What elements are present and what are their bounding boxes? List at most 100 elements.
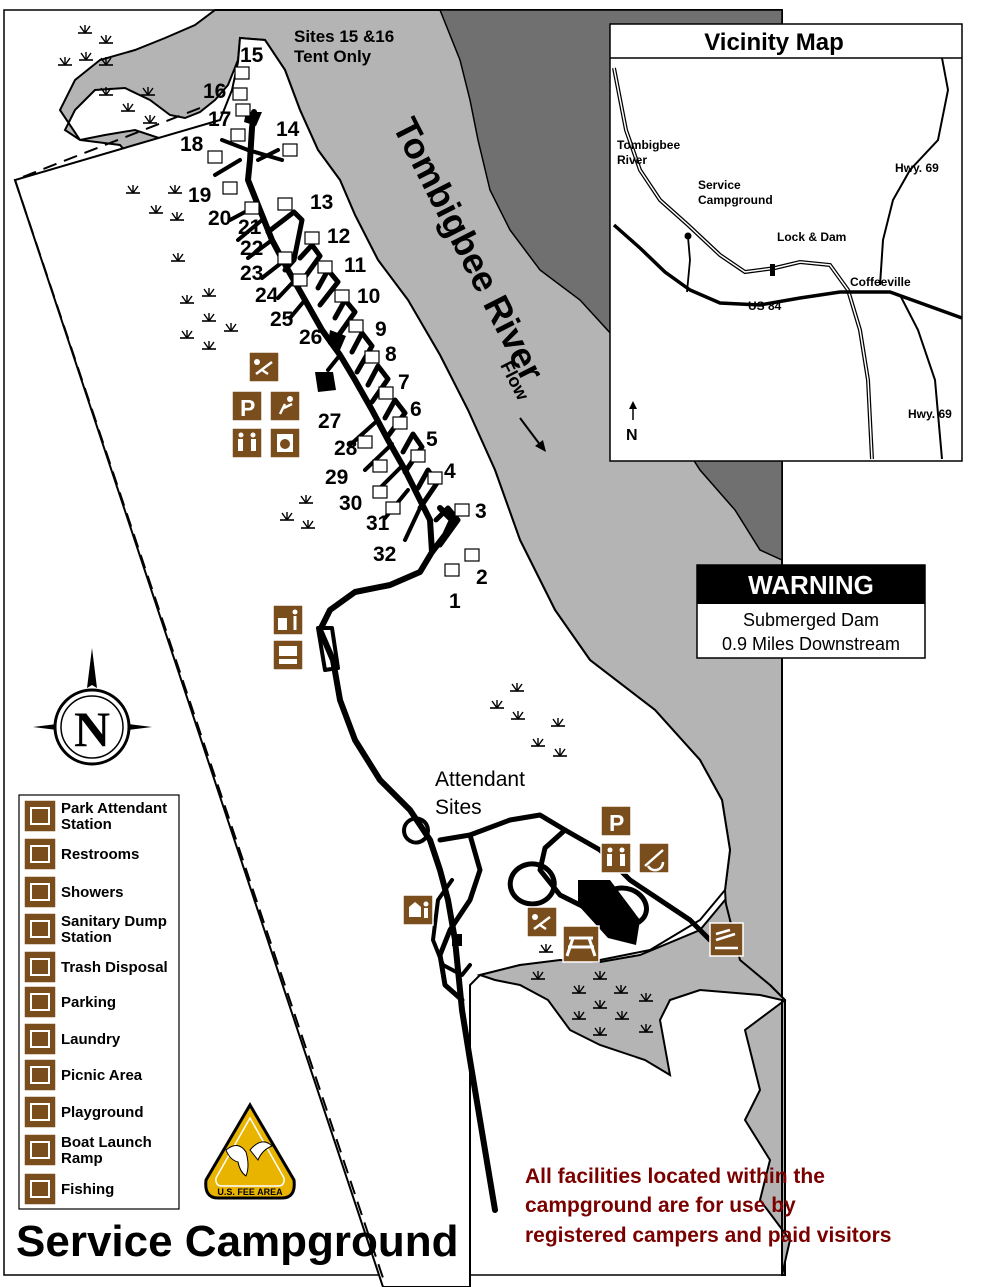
site-number-10: 10 [357, 285, 380, 308]
site-number-4: 4 [444, 460, 456, 483]
warning-line1: Submerged Dam [743, 610, 879, 630]
legend-item: Parking [23, 985, 116, 1019]
sanitary-dump-icon [272, 639, 304, 671]
parking-icon: P [231, 390, 263, 422]
svg-text:P: P [240, 395, 255, 421]
legend-label: Trash Disposal [61, 959, 168, 976]
boat-launch-icon [23, 1133, 57, 1167]
site-number-20: 20 [208, 207, 231, 230]
laundry-icon [269, 427, 301, 459]
site-number-13: 13 [310, 191, 333, 214]
legend-label: Parking [61, 994, 116, 1011]
site-number-12: 12 [327, 225, 350, 248]
site-number-3: 3 [475, 500, 487, 523]
fee-area-badge: U.S. FEE AREA [204, 1102, 296, 1200]
tent-note-line2: Tent Only [294, 47, 372, 66]
legend-item: Playground [23, 1095, 144, 1129]
warning-header: WARNING [748, 570, 874, 600]
legend-label: Picnic Area [61, 1067, 143, 1084]
vicinity-coffeeville: Coffeeville [850, 275, 911, 289]
site-number-23: 23 [240, 262, 263, 285]
compass-rose: N [33, 648, 152, 766]
vicinity-river-line1: Tombigbee [617, 138, 680, 152]
showers-icon [23, 875, 57, 909]
legend-label: Boat Launch [61, 1134, 152, 1151]
vicinity-hwy69-bottom: Hwy. 69 [908, 407, 952, 421]
site-number-25: 25 [270, 308, 294, 331]
trash-disposal-icon [23, 950, 57, 984]
legend-item: Restrooms [23, 837, 139, 871]
vicinity-campground-line2: Campground [698, 193, 773, 207]
legend-label: Restrooms [61, 846, 139, 863]
warning-line2: 0.9 Miles Downstream [722, 634, 900, 654]
note-line2: campground are for use by [525, 1194, 796, 1217]
playground-icon [23, 1095, 57, 1129]
parking-icon: P [600, 805, 632, 837]
vicinity-north-arrow [629, 401, 637, 420]
tent-note-line1: Sites 15 &16 [294, 27, 394, 46]
legend-label-line2: Ramp [61, 1150, 103, 1167]
legend-label: Sanitary Dump [61, 913, 167, 930]
note-line1: All facilities located within the [525, 1165, 825, 1188]
boat-launch-icon [709, 922, 744, 957]
picnic-area-icon [562, 925, 600, 963]
site-number-26: 26 [299, 326, 322, 349]
flow-arrow [519, 417, 546, 452]
site-number-14: 14 [276, 118, 300, 141]
site-number-21: 21 [238, 216, 262, 239]
fishing-icon [23, 1172, 57, 1206]
legend-item: Trash Disposal [23, 950, 168, 984]
attendant-sites-line1: Attendant [435, 768, 525, 791]
roads [213, 109, 713, 1213]
legend-label: Playground [61, 1104, 144, 1121]
warning-sign: WARNING Submerged Dam 0.9 Miles Downstre… [696, 564, 926, 659]
site-number-29: 29 [325, 466, 348, 489]
vicinity-title: Vicinity Map [704, 29, 844, 56]
site-number-24: 24 [255, 284, 279, 307]
site-number-18: 18 [180, 133, 204, 156]
site-number-7: 7 [398, 371, 410, 394]
note-line3: registered campers and paid visitors [525, 1224, 891, 1247]
site-number-17: 17 [208, 108, 231, 131]
legend-item: Picnic Area [23, 1058, 143, 1092]
attendant-sites-line2: Sites [435, 796, 482, 819]
park-attendant-icon [23, 799, 57, 833]
site-number-9: 9 [375, 318, 387, 341]
map-facility-icons: P P [231, 351, 744, 963]
legend-label: Park Attendant [61, 800, 167, 817]
fishing-icon [638, 842, 670, 874]
laundry-icon [23, 1022, 57, 1056]
site-number-1: 1 [449, 590, 461, 613]
page-title: Service Campground [16, 1217, 459, 1266]
site-number-6: 6 [410, 398, 422, 421]
vicinity-lock-dam: Lock & Dam [777, 230, 846, 244]
legend-label-line2: Station [61, 816, 112, 833]
park-attendant-icon [402, 894, 434, 926]
picnic-area-icon [23, 1058, 57, 1092]
fee-area-text: U.S. FEE AREA [217, 1187, 283, 1197]
site-number-30: 30 [339, 492, 362, 515]
vicinity-campground-line1: Service [698, 178, 741, 192]
shoreline [476, 897, 792, 1276]
compass-letter: N [74, 701, 110, 757]
site-number-32: 32 [373, 543, 396, 566]
legend-label: Laundry [61, 1031, 121, 1048]
legend-label-line2: Station [61, 929, 112, 946]
site-number-5: 5 [426, 428, 438, 451]
trash-disposal-icon [272, 604, 304, 636]
legend-label: Showers [61, 884, 124, 901]
legend: Park AttendantStationRestroomsShowersSan… [18, 794, 180, 1210]
site-number-31: 31 [366, 512, 390, 535]
showers-icon [269, 390, 301, 422]
site-number-27: 27 [318, 410, 341, 433]
site-number-8: 8 [385, 343, 397, 366]
site-number-28: 28 [334, 437, 358, 460]
sanitary-dump-icon [23, 912, 57, 946]
svg-text:P: P [609, 810, 624, 836]
legend-item: Laundry [23, 1022, 121, 1056]
legend-item: Fishing [23, 1172, 114, 1206]
